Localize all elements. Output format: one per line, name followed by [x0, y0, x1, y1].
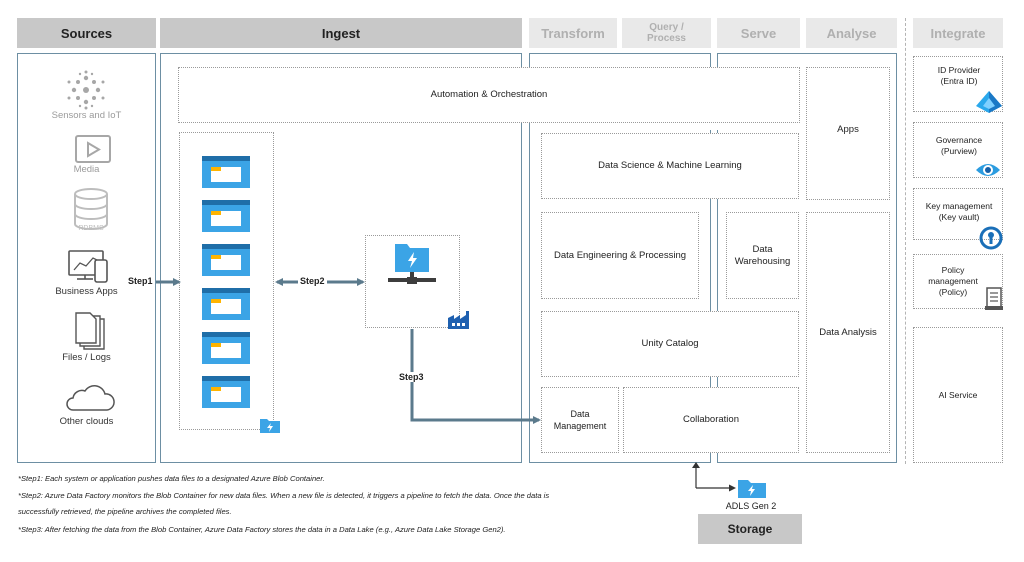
source-files: Files / Logs	[17, 312, 156, 363]
apps-label: Apps	[837, 124, 859, 135]
collaboration-box: Collaboration	[623, 387, 799, 453]
header-transform: Transform	[529, 18, 617, 48]
entra-id-icon	[975, 90, 1003, 114]
header-storage: Storage	[698, 514, 802, 544]
blob-container-icon	[202, 200, 250, 232]
apps-box: Apps	[806, 67, 890, 200]
adls-label: ADLS Gen 2	[725, 501, 777, 511]
other-clouds-label: Other clouds	[59, 416, 114, 427]
header-integrate: Integrate	[913, 18, 1003, 48]
database-icon: RDBMS	[74, 188, 108, 232]
step2-label: Step2	[298, 276, 327, 286]
header-query-process: Query / Process	[622, 18, 711, 48]
factory-icon	[447, 310, 471, 330]
source-rdbms: RDBMS	[17, 188, 156, 232]
step1-label: Step1	[127, 276, 154, 286]
blob-container-icon	[202, 376, 250, 408]
blob-container-icon	[202, 332, 250, 364]
footnote-step2-cont: successfully retrieved, the pipeline arc…	[18, 507, 232, 516]
header-serve: Serve	[717, 18, 800, 48]
source-business-apps: Business Apps	[17, 248, 156, 297]
data-management-box: Data Management	[541, 387, 619, 453]
purview-icon	[974, 160, 1002, 180]
ai-service-box: AI Service	[913, 327, 1003, 463]
automation-orchestration-box: Automation & Orchestration	[178, 67, 800, 123]
blob-container-stack	[201, 155, 251, 410]
blob-container-icon	[202, 288, 250, 320]
data-analysis-box: Data Analysis	[806, 212, 890, 453]
footnote-step2: *Step2: Azure Data Factory monitors the …	[18, 491, 550, 500]
cloud-icon	[66, 385, 115, 411]
id-provider-label: ID Provider (Entra ID)	[937, 65, 981, 86]
key-vault-icon	[978, 226, 1004, 250]
azure-file-icon	[737, 477, 767, 499]
business-apps-label: Business Apps	[55, 286, 118, 297]
panel-divider	[710, 200, 718, 295]
source-media: Media	[17, 134, 156, 175]
data-warehousing-box: Data Warehousing	[726, 212, 799, 299]
header-sources: Sources	[17, 18, 156, 48]
source-sensors: Sensors and IoT	[17, 70, 156, 121]
business-apps-icon	[68, 250, 108, 283]
media-icon	[75, 135, 111, 163]
source-other-clouds: Other clouds	[17, 384, 156, 427]
step3-arrow	[410, 329, 541, 424]
governance-label: Governance (Purview)	[935, 135, 983, 156]
key-management-box: Key management (Key vault)	[913, 188, 1003, 240]
data-engineering-box: Data Engineering & Processing	[541, 212, 699, 299]
unity-catalog-box: Unity Catalog	[541, 311, 799, 377]
data-factory-icon	[385, 242, 439, 287]
data-science-box: Data Science & Machine Learning	[541, 133, 799, 199]
blob-container-icon	[202, 156, 250, 188]
media-label: Media	[73, 164, 100, 175]
files-icon	[75, 312, 105, 350]
step3-label: Step3	[398, 372, 425, 382]
policy-label: Policy management (Policy)	[928, 265, 978, 297]
policy-box: Policy management (Policy)	[913, 254, 1003, 309]
integrate-separator	[905, 18, 906, 464]
policy-icon	[984, 286, 1004, 312]
storage-connector	[692, 462, 736, 492]
footnote-step3: *Step3: After fetching the data from the…	[18, 525, 506, 534]
panel-gap	[710, 120, 718, 130]
sensors-label: Sensors and IoT	[51, 110, 122, 121]
storage-account-icon	[259, 416, 281, 434]
iot-icon	[67, 70, 105, 110]
id-provider-box: ID Provider (Entra ID)	[913, 56, 1003, 112]
header-analyse: Analyse	[806, 18, 897, 48]
rdbms-label: RDBMS	[78, 225, 104, 232]
footnote-step1: *Step1: Each system or application pushe…	[18, 474, 325, 483]
files-logs-label: Files / Logs	[62, 352, 111, 363]
key-management-label: Key management (Key vault)	[925, 201, 993, 222]
blob-container-icon	[202, 244, 250, 276]
header-ingest: Ingest	[160, 18, 522, 48]
